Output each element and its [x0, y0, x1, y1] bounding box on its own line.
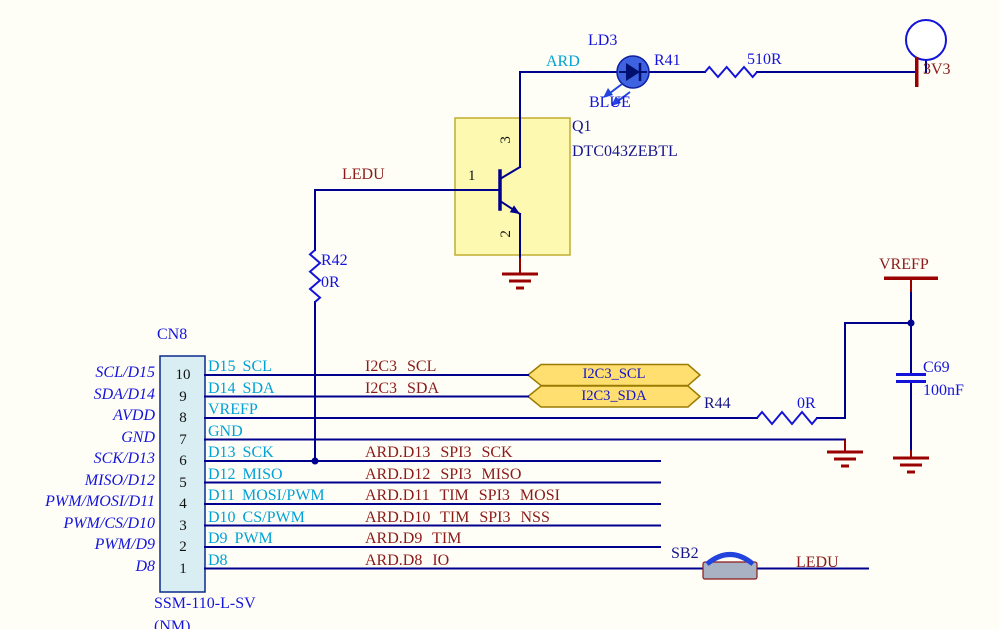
led-designator: LD3 — [588, 32, 618, 49]
connector-cn8-body[interactable] — [159, 355, 206, 593]
pin-net: D13 SCK — [208, 444, 274, 461]
pin-number: 2 — [179, 539, 187, 555]
pin-row-10[interactable]: SCL/D15 10 D15 SCL I2C3 SCL — [0, 358, 999, 386]
c69-designator: C69 — [923, 359, 950, 376]
net-flag-label-i2c3-scl: I2C3_SCL — [582, 366, 646, 382]
pin-net: D9 PWM — [208, 530, 273, 547]
net-label: I2C3 SCL — [365, 358, 437, 375]
net-label: ARD.D13 SPI3 SCK — [365, 444, 513, 461]
pin-row-1[interactable]: D8 1 D8 ARD.D8 IO — [0, 552, 999, 580]
ground-symbol-c69[interactable] — [893, 450, 929, 474]
net-label: ARD.D8 IO — [365, 551, 450, 569]
pin-row-5[interactable]: MISO/D12 5 D12 MISO ARD.D12 SPI3 MISO — [0, 466, 999, 494]
net-flag-label-i2c3-sda: I2C3_SDA — [581, 387, 647, 404]
q1-part-number: DTC043ZEBTL — [572, 143, 678, 160]
ground-symbol-q1[interactable] — [502, 258, 538, 290]
pin-name: PWM/D9 — [94, 536, 155, 553]
sb2-designator: SB2 — [671, 545, 699, 562]
pin-number: 3 — [179, 517, 187, 534]
pin-name: SCL/D15 — [95, 364, 155, 381]
pin-row-6[interactable]: SCK/D13 6 D13 SCK ARD.D13 SPI3 SCK — [0, 444, 999, 472]
transistor-q1-symbol[interactable] — [454, 165, 522, 259]
resistor-r41-symbol[interactable] — [704, 65, 758, 79]
cn8-designator: CN8 — [157, 326, 188, 343]
pin-row-8[interactable]: AVDD 8 VREFP — [0, 401, 999, 429]
r44-value: 0R — [797, 395, 816, 412]
pin-name: PWM/MOSI/D11 — [45, 493, 155, 510]
power-port-3v3[interactable] — [905, 19, 947, 87]
pin-number: 5 — [179, 474, 187, 491]
power-port-vrefp[interactable] — [884, 276, 938, 293]
power-net-3v3-label: 3V3 — [923, 61, 951, 78]
junction-dot — [311, 457, 319, 465]
r42-value: 0R — [321, 274, 340, 291]
capacitor-c69-symbol[interactable] — [896, 373, 926, 383]
pin-net: D10 CS/PWM — [208, 508, 305, 526]
pin-number: 10 — [175, 367, 191, 383]
pin-row-7[interactable]: GND 7 GND — [0, 423, 999, 451]
pin-net: D8 — [208, 551, 228, 569]
q1-pin2-number: 2 — [497, 230, 514, 238]
net-label: I2C3 SDA — [365, 379, 440, 397]
net-label-ledu: LEDU — [342, 166, 385, 183]
pin-net: VREFP — [208, 401, 258, 418]
pin-net: GND — [208, 422, 243, 440]
r42-designator: R42 — [321, 252, 348, 269]
cn8-part-number: SSM-110-L-SV — [154, 595, 256, 612]
resistor-r44-symbol[interactable] — [756, 410, 818, 426]
wire-3v3-rail[interactable] — [519, 59, 927, 73]
wire-vrefp-branch[interactable] — [816, 291, 912, 451]
r41-designator: R41 — [654, 52, 681, 69]
q1-designator: Q1 — [572, 118, 592, 135]
pin-name: MISO/D12 — [84, 471, 155, 489]
c69-value: 100nF — [923, 382, 964, 399]
pin-row-2[interactable]: PWM/D9 2 D9 PWM ARD.D9 TIM — [0, 530, 999, 558]
led-ld3-symbol[interactable] — [603, 55, 650, 106]
pin-row-3[interactable]: PWM/CS/D10 3 D10 CS/PWM ARD.D10 TIM SPI3… — [0, 509, 999, 537]
q1-pin3-number: 3 — [497, 136, 514, 144]
wire-ledu-to-base[interactable] — [314, 189, 456, 462]
pin-name: AVDD — [113, 407, 155, 424]
led-emission-arrows-icon — [603, 83, 631, 106]
net-label: ARD.D12 SPI3 MISO — [365, 465, 522, 483]
q1-pin1-number: 1 — [468, 168, 476, 184]
led-color-label: BLUE — [589, 94, 631, 111]
r44-designator: R44 — [704, 395, 731, 412]
net-label-ard: ARD — [546, 53, 580, 70]
pin-name: GND — [121, 428, 155, 446]
pin-net: D12 MISO — [208, 465, 283, 483]
pin-net: D11 MOSI/PWM — [208, 487, 325, 504]
pin-name: PWM/CS/D10 — [63, 514, 155, 532]
solder-bridge-sb2[interactable] — [702, 552, 758, 580]
net-flag-i2c3-sda[interactable] — [526, 385, 702, 408]
pin-number: 9 — [179, 388, 187, 405]
r41-value: 510R — [747, 51, 782, 68]
pin-net: D14 SDA — [208, 379, 275, 397]
wire-connector-pins[interactable] — [204, 374, 869, 570]
resistor-r42-symbol[interactable] — [308, 249, 322, 303]
net-label-ledu-2: LEDU — [796, 554, 839, 571]
pin-number: 6 — [179, 453, 187, 469]
cn8-note: (NM) — [154, 618, 191, 629]
pin-row-4[interactable]: PWM/MOSI/D11 4 D11 MOSI/PWM ARD.D11 TIM … — [0, 487, 999, 515]
transistor-q1-body[interactable] — [454, 117, 571, 256]
pin-name: SDA/D14 — [93, 385, 155, 403]
pin-number: 7 — [179, 431, 187, 448]
pin-number: 4 — [179, 496, 187, 512]
pin-number: 1 — [179, 560, 187, 577]
pin-number: 8 — [179, 410, 187, 426]
pin-name: D8 — [135, 557, 155, 575]
power-net-vrefp-label: VREFP — [879, 256, 929, 273]
pin-name: SCK/D13 — [93, 450, 155, 467]
pin-net: D15 SCL — [208, 358, 272, 375]
net-label: ARD.D11 TIM SPI3 MOSI — [365, 487, 560, 504]
net-label: ARD.D10 TIM SPI3 NSS — [365, 508, 550, 526]
junction-dot — [907, 319, 915, 327]
net-label: ARD.D9 TIM — [365, 530, 462, 547]
pin-row-9[interactable]: SDA/D14 9 D14 SDA I2C3 SDA — [0, 380, 999, 408]
ground-symbol-pin7[interactable] — [827, 439, 863, 468]
